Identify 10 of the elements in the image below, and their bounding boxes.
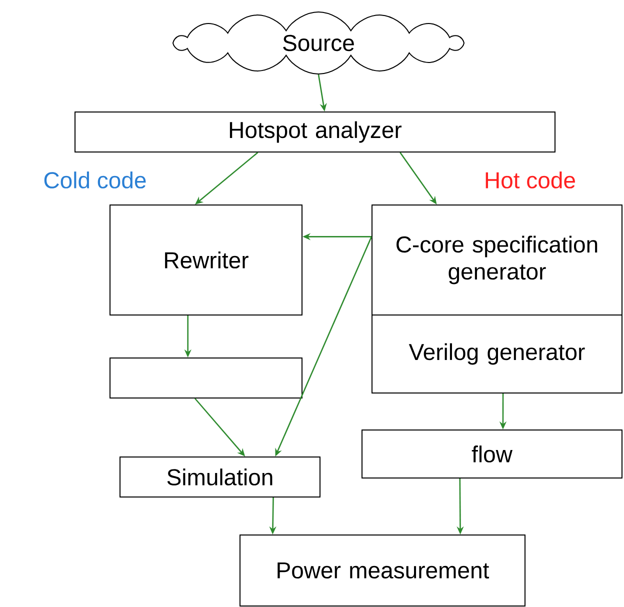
process-box: Hotspot analyzer <box>74 112 556 152</box>
annotation-label: Cold code <box>44 172 146 188</box>
process-box: Simulation <box>120 456 320 498</box>
process-box: flow <box>362 430 622 478</box>
annotation-label: Hot code <box>486 172 575 188</box>
process-box: C-core specification generator <box>372 204 622 316</box>
process-box: Rewriter <box>110 204 302 316</box>
process-box: Power measurement <box>240 534 526 606</box>
process-box <box>110 358 302 398</box>
process-box: Verilog generator <box>372 314 622 394</box>
